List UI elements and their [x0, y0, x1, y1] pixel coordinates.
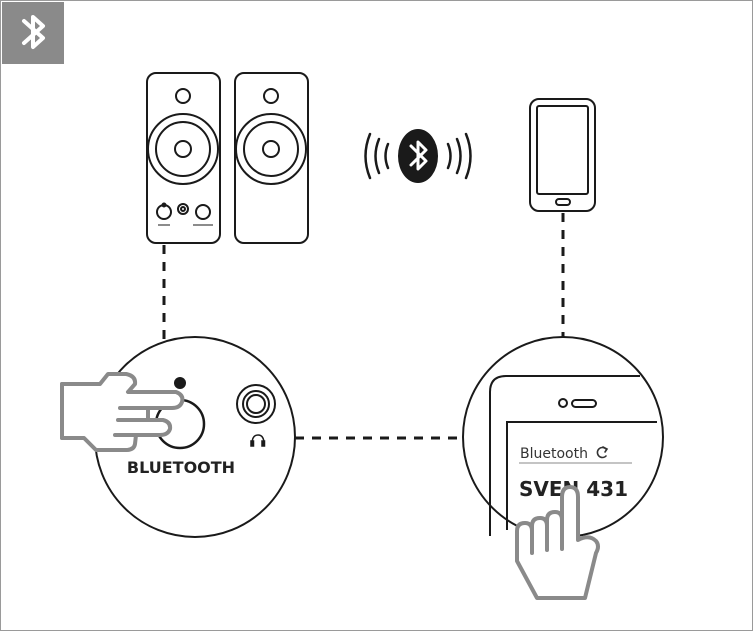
control-panel-zoom: BLUETOOTH	[94, 336, 296, 538]
hand-tap-icon	[515, 485, 600, 600]
bluetooth-button-label: BLUETOOTH	[127, 458, 235, 477]
smartphone	[529, 98, 596, 212]
refresh-icon	[596, 446, 609, 459]
bluetooth-list-title: Bluetooth	[520, 446, 588, 462]
hand-press-icon	[60, 372, 185, 452]
headphone-icon	[250, 434, 266, 447]
phone-screen-zoom: Bluetooth SVEN 431	[462, 336, 664, 538]
right-speaker	[234, 72, 309, 244]
bluetooth-signal-icon	[364, 129, 472, 183]
connector-lines	[162, 213, 565, 440]
headphone-jack	[236, 384, 276, 424]
left-speaker	[146, 72, 221, 244]
bluetooth-badge-icon	[2, 2, 64, 64]
